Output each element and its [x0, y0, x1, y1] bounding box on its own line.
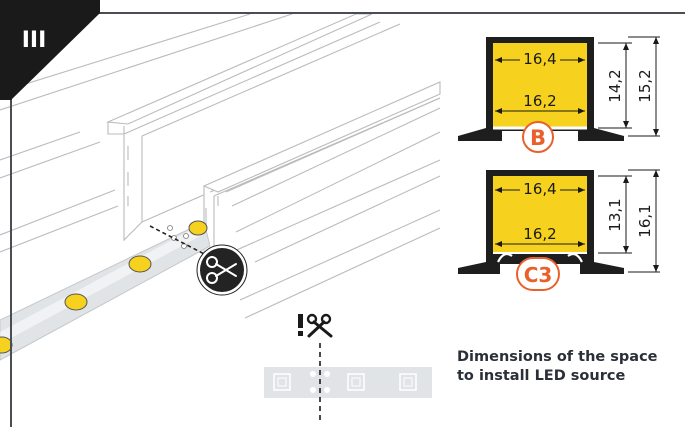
led-chip — [128, 255, 152, 273]
led-chip — [64, 293, 88, 311]
profile-c3-top-width: 16,4 — [523, 180, 556, 198]
profile-c3-outer-height: 16,1 — [636, 204, 654, 237]
section-badge: III — [0, 0, 100, 100]
led-chip — [188, 220, 208, 236]
profile-b-top-width: 16,4 — [523, 50, 556, 68]
scissors-warning-icon — [298, 313, 333, 338]
caption-line-2: to install LED source — [457, 368, 626, 384]
caption: Dimensions of the space to install LED s… — [457, 348, 677, 386]
profile-b-inner-height: 14,2 — [606, 69, 624, 102]
profile-c3-inner-height: 13,1 — [606, 198, 624, 231]
profile-b-cross-section: 16,4 16,2 B 14,2 15,2 — [458, 36, 660, 153]
profile-c3-diffuser-label: C3 — [524, 263, 553, 287]
profile-c3-bottom-width: 16,2 — [523, 225, 556, 243]
led-strip — [0, 220, 213, 361]
profile-b-outer-height: 15,2 — [636, 69, 654, 102]
section-number: III — [22, 28, 47, 53]
scissors-icon — [196, 244, 248, 296]
profile-c3-cross-section: 16,4 16,2 C3 13,1 16,1 — [458, 169, 660, 291]
profile-b-bottom-width: 16,2 — [523, 92, 556, 110]
cut-mark-detail — [264, 313, 432, 420]
profile-b-diffuser-label: B — [530, 126, 546, 150]
caption-line-1: Dimensions of the space — [457, 349, 658, 365]
